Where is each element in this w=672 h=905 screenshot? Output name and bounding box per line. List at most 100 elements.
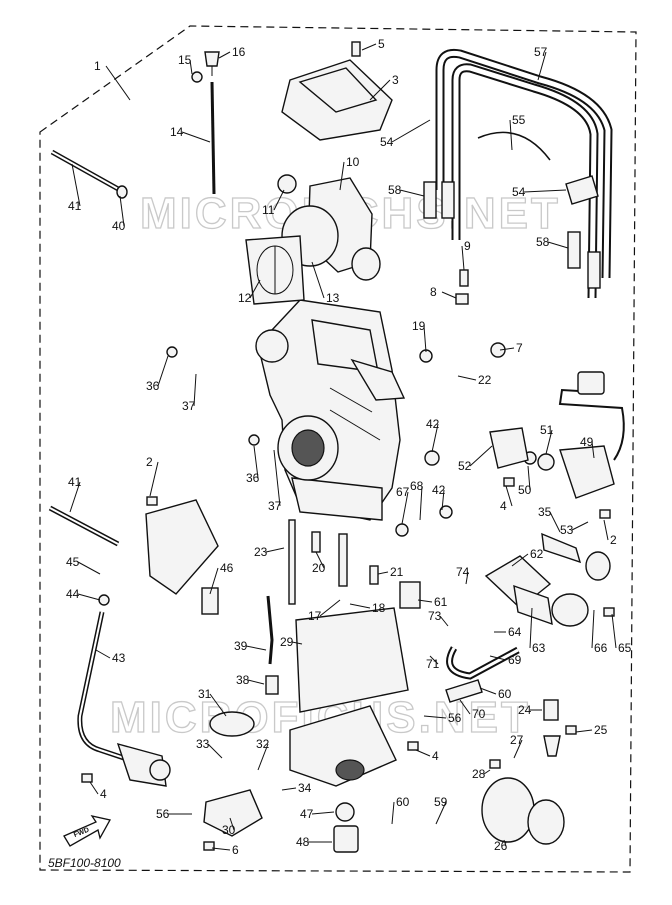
leader-line: [527, 465, 531, 491]
leader-line: [505, 485, 513, 507]
leader-line: [423, 325, 427, 353]
callout-number-63: 63: [532, 641, 546, 655]
callout-number-70: 70: [472, 707, 486, 721]
leader-line: [441, 489, 445, 511]
callout-number-28: 28: [472, 767, 486, 781]
callout-number-29: 29: [280, 635, 294, 649]
callout-number-7: 7: [516, 341, 523, 355]
callout-number-50: 50: [518, 483, 532, 497]
leader-line: [311, 811, 335, 815]
leader-line: [253, 445, 259, 479]
leader-line: [181, 131, 211, 143]
leader-line: [435, 801, 447, 825]
callout-number-51: 51: [540, 423, 554, 437]
leader-line: [465, 571, 469, 585]
leader-line: [547, 241, 569, 249]
callout-number-33: 33: [196, 737, 210, 751]
callout-number-1: 1: [94, 59, 101, 73]
callout-number-18: 18: [372, 601, 386, 615]
leader-line: [339, 161, 345, 191]
leader-line: [119, 195, 125, 227]
leader-line: [511, 553, 529, 567]
leader-line: [549, 511, 561, 533]
leader-line: [249, 279, 261, 299]
callout-number-71: 71: [426, 657, 440, 671]
leader-line: [311, 261, 325, 299]
leader-line: [513, 739, 523, 759]
callout-number-42: 42: [432, 483, 446, 497]
callout-number-16: 16: [232, 45, 246, 59]
callout-number-31: 31: [198, 687, 212, 701]
leader-line: [575, 729, 593, 733]
callout-number-46: 46: [220, 561, 234, 575]
float-bowl: [203, 607, 409, 853]
leader-line: [503, 839, 507, 847]
leader-line: [71, 163, 81, 207]
callout-number-37: 37: [182, 399, 196, 413]
leader-line: [265, 547, 285, 553]
callout-number-32: 32: [256, 737, 270, 751]
callout-number-3: 3: [392, 73, 399, 87]
choke-cable: [77, 499, 219, 787]
callout-number-26: 26: [494, 839, 508, 853]
leader-line: [591, 609, 595, 649]
callout-number-69: 69: [508, 653, 522, 667]
callout-number-41: 41: [68, 199, 82, 213]
callout-number-59: 59: [434, 795, 448, 809]
callout-number-41: 41: [68, 475, 82, 489]
callout-number-17: 17: [308, 609, 322, 623]
jet-needle: [191, 51, 220, 195]
callout-number-11: 11: [262, 203, 275, 217]
leader-line: [391, 119, 431, 143]
callout-number-4: 4: [500, 499, 507, 513]
vent-hoses: [423, 48, 613, 299]
callout-number-20: 20: [312, 561, 326, 575]
callout-number-6: 6: [232, 843, 239, 857]
callout-number-38: 38: [236, 673, 250, 687]
leader-line: [611, 613, 617, 649]
leader-line: [469, 445, 493, 467]
long-bolt-left: [48, 505, 120, 547]
callout-number-37: 37: [268, 499, 282, 513]
leader-line: [499, 347, 515, 351]
leader-line: [417, 599, 433, 603]
leader-line: [441, 291, 457, 299]
leader-line: [415, 749, 431, 757]
leader-line: [319, 599, 341, 617]
callout-number-68: 68: [410, 479, 424, 493]
leader-line: [489, 655, 507, 661]
leader-line: [149, 461, 159, 497]
leader-line: [157, 355, 169, 387]
leader-line: [105, 65, 131, 101]
leader-line: [69, 481, 81, 513]
leader-line: [603, 519, 609, 541]
callout-number-19: 19: [412, 319, 426, 333]
callout-number-47: 47: [300, 807, 314, 821]
leader-line: [95, 649, 111, 659]
leader-line: [218, 51, 231, 59]
leader-line: [247, 679, 265, 685]
callout-number-60: 60: [498, 687, 512, 701]
callout-number-48: 48: [296, 835, 310, 849]
leader-line: [209, 693, 227, 717]
plug-cap: [277, 174, 297, 194]
callout-number-64: 64: [508, 625, 522, 639]
callout-number-55: 55: [512, 113, 526, 127]
callout-number-24: 24: [518, 703, 532, 717]
long-bolt-top: [50, 149, 128, 199]
accelerator-pump: [399, 532, 611, 703]
callout-number-74: 74: [456, 565, 470, 579]
leader-line: [273, 449, 281, 507]
callout-number-35: 35: [538, 505, 552, 519]
callout-number-21: 21: [390, 565, 404, 579]
leader-line: [77, 561, 101, 575]
callout-number-43: 43: [112, 651, 126, 665]
leader-line: [207, 743, 223, 759]
callout-number-56: 56: [156, 807, 170, 821]
callout-number-42: 42: [426, 417, 440, 431]
leader-line: [257, 743, 269, 771]
callout-number-57: 57: [534, 45, 548, 59]
